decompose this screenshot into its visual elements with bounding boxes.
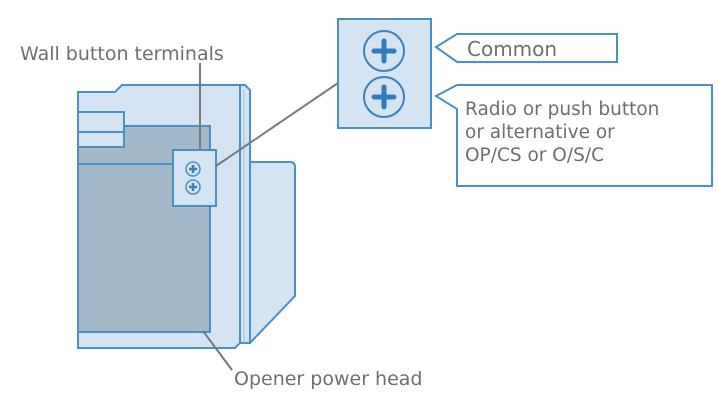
- zoom-connector-line: [215, 82, 339, 167]
- small-terminal-screw-1: [185, 161, 201, 177]
- common-callout: [434, 33, 618, 63]
- small-terminal-screw-2: [185, 179, 201, 195]
- radio-label-line1: Radio or push button: [465, 99, 659, 120]
- small-terminal-block: [172, 149, 217, 207]
- housing-side-panel: [239, 149, 296, 344]
- radio-terminal-screw: [363, 76, 405, 118]
- radio-label-line3: OP/CS or O/S/C: [465, 145, 604, 166]
- wall-button-terminals-label: Wall button terminals: [20, 43, 224, 65]
- radio-label-line2: or alternative or: [465, 122, 615, 143]
- opener-power-head-label: Opener power head: [234, 368, 423, 390]
- common-label: Common: [467, 37, 557, 61]
- common-terminal-screw: [363, 30, 405, 72]
- power-head-leader: [202, 330, 233, 371]
- radio-callout: [433, 84, 713, 187]
- left-tab-lower: [77, 131, 125, 148]
- left-tab-upper: [77, 111, 125, 133]
